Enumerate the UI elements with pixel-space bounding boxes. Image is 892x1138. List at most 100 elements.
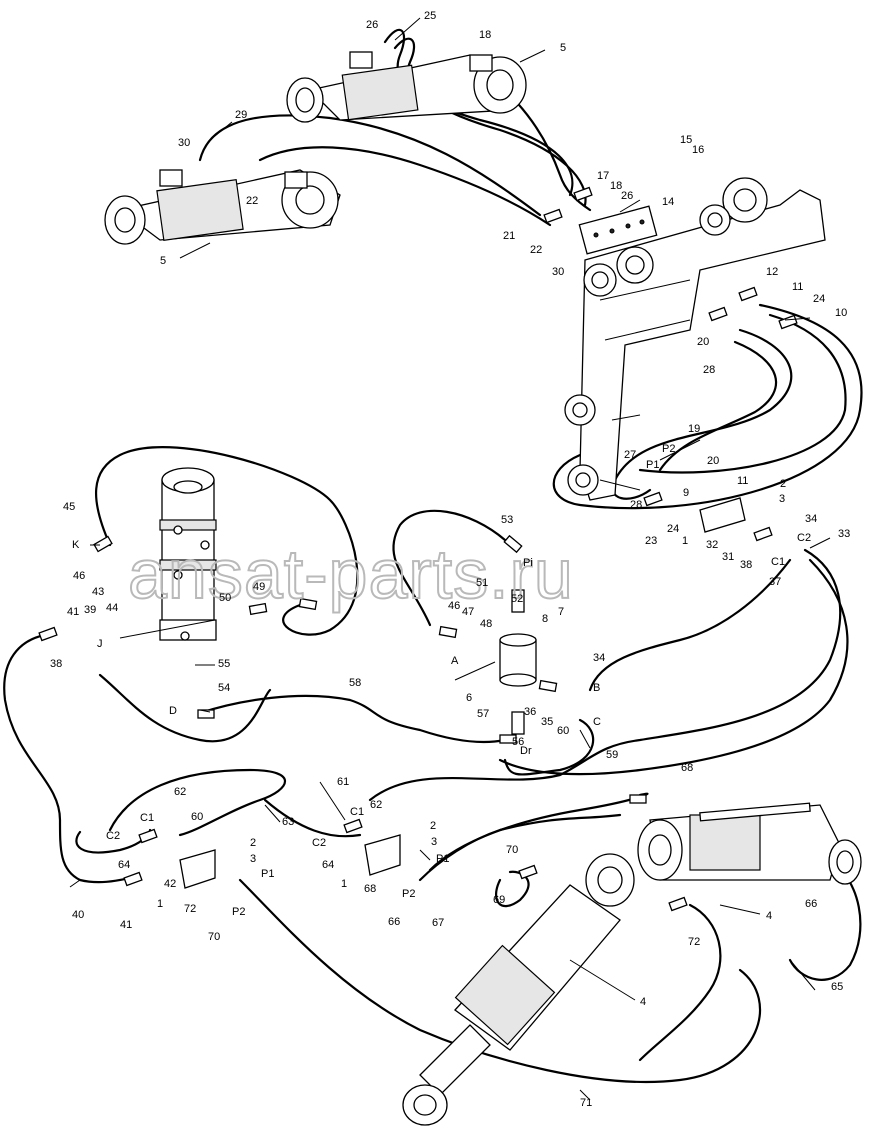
callout-label: 36 (524, 706, 536, 718)
callout-label: 40 (72, 909, 84, 921)
callout-label: 22 (530, 244, 542, 256)
callout-label: 19 (688, 423, 700, 435)
callout-label: 30 (178, 137, 190, 149)
callout-label: 39 (84, 604, 96, 616)
callout-label: Pi (523, 557, 533, 569)
callout-label: 44 (106, 602, 118, 614)
callout-label: 2 (250, 837, 256, 849)
callout-label: 47 (462, 606, 474, 618)
fittings (38, 186, 798, 912)
callout-label: P2 (232, 906, 245, 918)
callout-label: 24 (667, 523, 679, 535)
callout-label: 18 (479, 29, 491, 41)
swivel-joint (159, 467, 217, 641)
callout-label: 4 (640, 996, 646, 1008)
leader-lines (69, 17, 831, 1101)
callout-label: 33 (838, 528, 850, 540)
callout-label: 68 (364, 883, 376, 895)
callout-label: 1 (341, 878, 347, 890)
callout-label: 37 (769, 576, 781, 588)
callout-label: K (72, 539, 80, 551)
callout-label: 46 (73, 570, 85, 582)
callout-label: C2 (312, 837, 326, 849)
watermark: ansat-parts.ru (128, 535, 574, 613)
callout-label: 59 (606, 749, 618, 761)
callout-label: 69 (493, 894, 505, 906)
callout-label: C1 (350, 806, 364, 818)
callout-label: P1 (261, 868, 274, 880)
callout-label: 30 (552, 266, 564, 278)
callout-label: Dr (520, 745, 532, 757)
callout-label: 4 (766, 910, 772, 922)
callout-label: 43 (92, 586, 104, 598)
callout-label: P2 (662, 443, 675, 455)
callout-label: 17 (597, 170, 609, 182)
callout-label: 66 (388, 916, 400, 928)
callout-label: 64 (322, 859, 334, 871)
callout-label: 22 (246, 195, 258, 207)
callout-label: P2 (402, 888, 415, 900)
callout-label: 50 (219, 592, 231, 604)
callout-label: 3 (779, 493, 785, 505)
callout-label: 68 (681, 762, 693, 774)
callout-label: B (593, 682, 600, 694)
callout-label: 60 (557, 725, 569, 737)
callout-label: C1 (771, 556, 785, 568)
callout-label: 14 (662, 196, 674, 208)
callout-label: 46 (448, 600, 460, 612)
callout-label: C2 (797, 532, 811, 544)
callout-label: 1 (682, 535, 688, 547)
callout-label: 54 (218, 682, 230, 694)
callout-label: 11 (737, 475, 748, 487)
callout-label: 49 (253, 581, 265, 593)
callout-label: 20 (707, 455, 719, 467)
callout-label: 64 (118, 859, 130, 871)
callout-label: 9 (683, 487, 689, 499)
cylinder-4-right (637, 802, 862, 885)
callout-label: 67 (432, 917, 444, 929)
callout-label: 29 (235, 109, 247, 121)
callout-label: 6 (466, 692, 472, 704)
callout-label: 1 (157, 898, 163, 910)
callout-label: 5 (560, 42, 566, 54)
callout-label: 56 (512, 736, 524, 748)
callout-label: 41 (120, 919, 132, 931)
callout-label: 7 (558, 606, 564, 618)
callout-labels: 25 26 18 5 29 30 22 5 15 16 17 18 26 14 … (50, 10, 850, 1109)
callout-label: J (97, 638, 103, 650)
callout-label: 3 (431, 836, 437, 848)
callout-label: 25 (424, 10, 436, 22)
boom-frame (564, 177, 826, 501)
callout-label: 20 (697, 336, 709, 348)
callout-label: D (169, 705, 177, 717)
callout-label: 16 (692, 144, 704, 156)
callout-label: 23 (645, 535, 657, 547)
cylinder-5-lower (104, 169, 341, 245)
callout-label: 5 (160, 255, 166, 267)
callout-label: 57 (477, 708, 489, 720)
callout-label: 35 (541, 716, 553, 728)
callout-label: 53 (501, 514, 513, 526)
callout-label: 70 (208, 931, 220, 943)
callout-label: 66 (805, 898, 817, 910)
callout-label: 52 (511, 593, 523, 605)
callout-label: 60 (191, 811, 203, 823)
callout-label: A (451, 655, 459, 667)
callout-label: P1 (646, 459, 659, 471)
callout-label: 48 (480, 618, 492, 630)
callout-label: 38 (50, 658, 62, 670)
callout-label: 55 (218, 658, 230, 670)
callout-label: 70 (506, 844, 518, 856)
callout-label: 45 (63, 501, 75, 513)
callout-label: C (593, 716, 601, 728)
callout-label: 62 (370, 799, 382, 811)
callout-label: 24 (813, 293, 825, 305)
cylinder-4-diagonal (402, 853, 635, 1126)
callout-label: 10 (835, 307, 847, 319)
callout-label: 18 (610, 180, 622, 192)
callout-label: 31 (722, 551, 734, 563)
callout-label: 12 (766, 266, 778, 278)
callout-label: 41 (67, 606, 79, 618)
callout-label: 42 (164, 878, 176, 890)
callout-label: 72 (688, 936, 700, 948)
